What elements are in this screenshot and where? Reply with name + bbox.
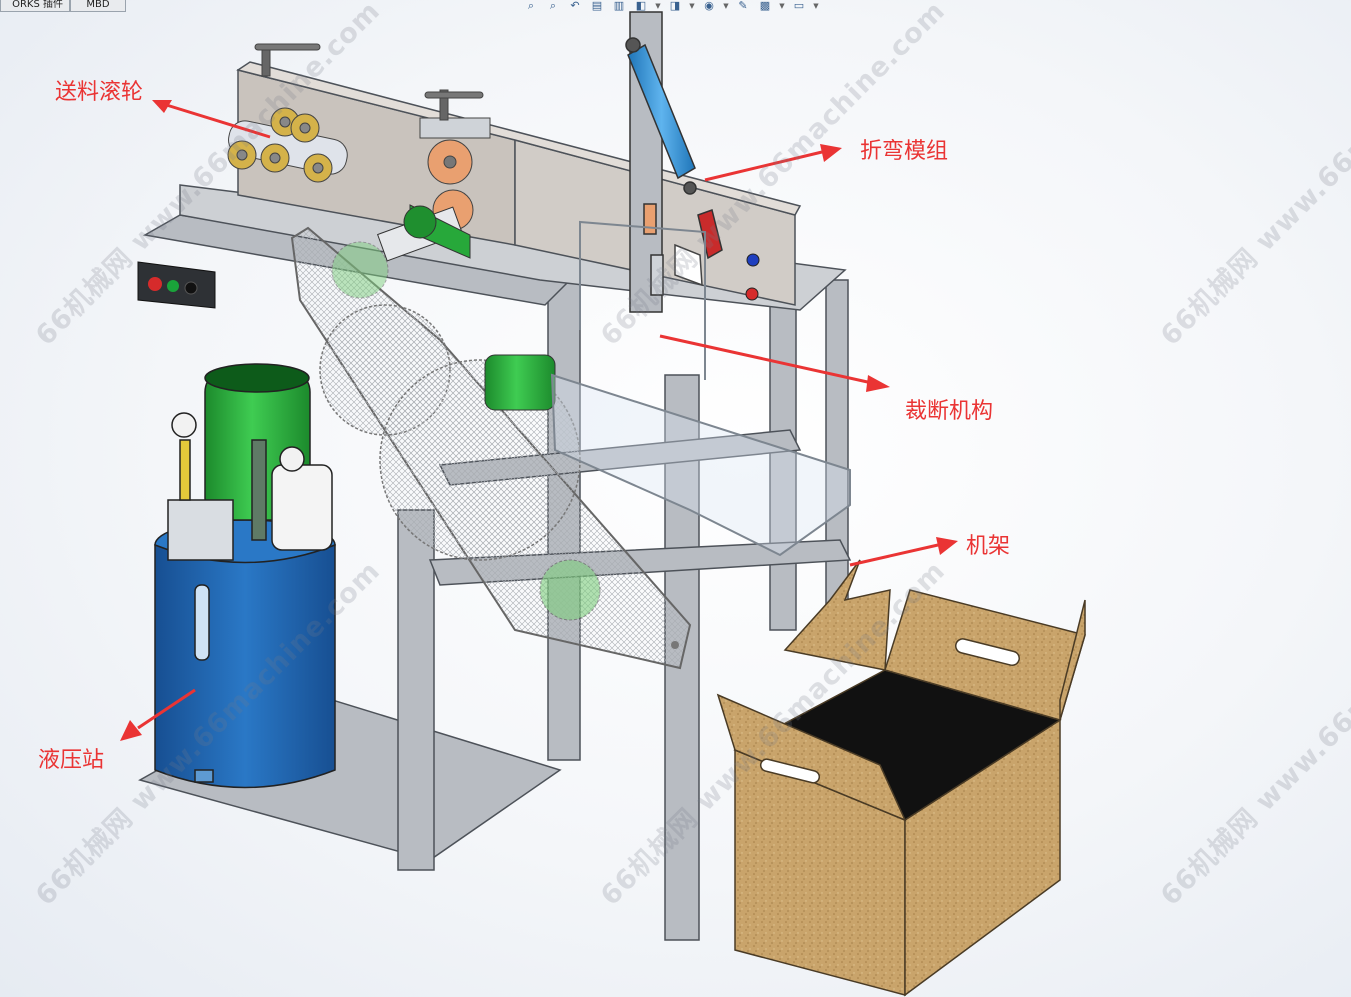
emergency-stop-button: [148, 277, 162, 291]
label-feed-rollers: 送料滚轮: [55, 80, 144, 105]
indicator-red-button: [745, 287, 759, 301]
hydraulic-station: [154, 363, 336, 789]
control-box: [137, 261, 216, 309]
stop-button: [184, 281, 198, 295]
arrow-bending-module: [704, 150, 823, 182]
dynamic-annotation-icon[interactable]: ▥: [613, 0, 625, 12]
collection-box: [716, 559, 1086, 997]
arrow-feed-rollers: [159, 101, 271, 139]
cutting-mechanism: [550, 220, 851, 557]
tab-solidworks-addins[interactable]: ORKS 插件: [0, 0, 70, 12]
view-settings-icon[interactable]: ▭: [793, 0, 805, 12]
arrow-frame: [849, 543, 939, 567]
apply-scene-icon[interactable]: ▩: [759, 0, 771, 12]
start-button: [167, 280, 179, 292]
section-view-icon[interactable]: ▤: [591, 0, 603, 12]
label-hydraulic-station: 液压站: [38, 748, 105, 773]
display-style-icon[interactable]: ◨: [669, 0, 681, 12]
arrow-cutting-mechanism: [659, 334, 873, 385]
chevron-down-icon[interactable]: ▼: [655, 2, 661, 10]
zoom-area-icon[interactable]: ⌕: [549, 0, 557, 12]
arrow-hydraulic-station: [137, 688, 196, 730]
chevron-down-icon[interactable]: ▼: [813, 2, 819, 10]
chevron-down-icon[interactable]: ▼: [779, 2, 785, 10]
zoom-fit-icon[interactable]: ⌕: [527, 0, 535, 12]
hide-show-items-icon[interactable]: ◉: [704, 0, 714, 12]
label-frame: 机架: [966, 534, 1011, 559]
annotation-arrows: [120, 100, 958, 741]
label-bending-module: 折弯模组: [860, 139, 949, 164]
edit-appearance-icon[interactable]: ✎: [738, 0, 748, 12]
indicator-blue-button: [746, 253, 760, 267]
label-cutting-mechanism: 裁断机构: [905, 399, 994, 424]
previous-view-icon[interactable]: ↶: [570, 0, 580, 12]
chevron-down-icon[interactable]: ▼: [689, 2, 695, 10]
bearing-block: [376, 204, 471, 262]
command-manager-tabs: ORKS 插件 MBD: [0, 0, 126, 12]
heads-up-view-toolbar: ⌕ ⌕ ↶ ▤ ▥ ◧ ▼ ◨ ▼ ◉ ▼ ✎ ▩ ▼ ▭ ▼: [522, 0, 820, 14]
drive-motor: [484, 354, 556, 411]
view-orientation-icon[interactable]: ◧: [635, 0, 647, 12]
top-plate: [179, 61, 847, 311]
chevron-down-icon[interactable]: ▼: [723, 2, 729, 10]
bending-module: [625, 11, 723, 313]
tab-mbd[interactable]: MBD: [70, 0, 126, 12]
